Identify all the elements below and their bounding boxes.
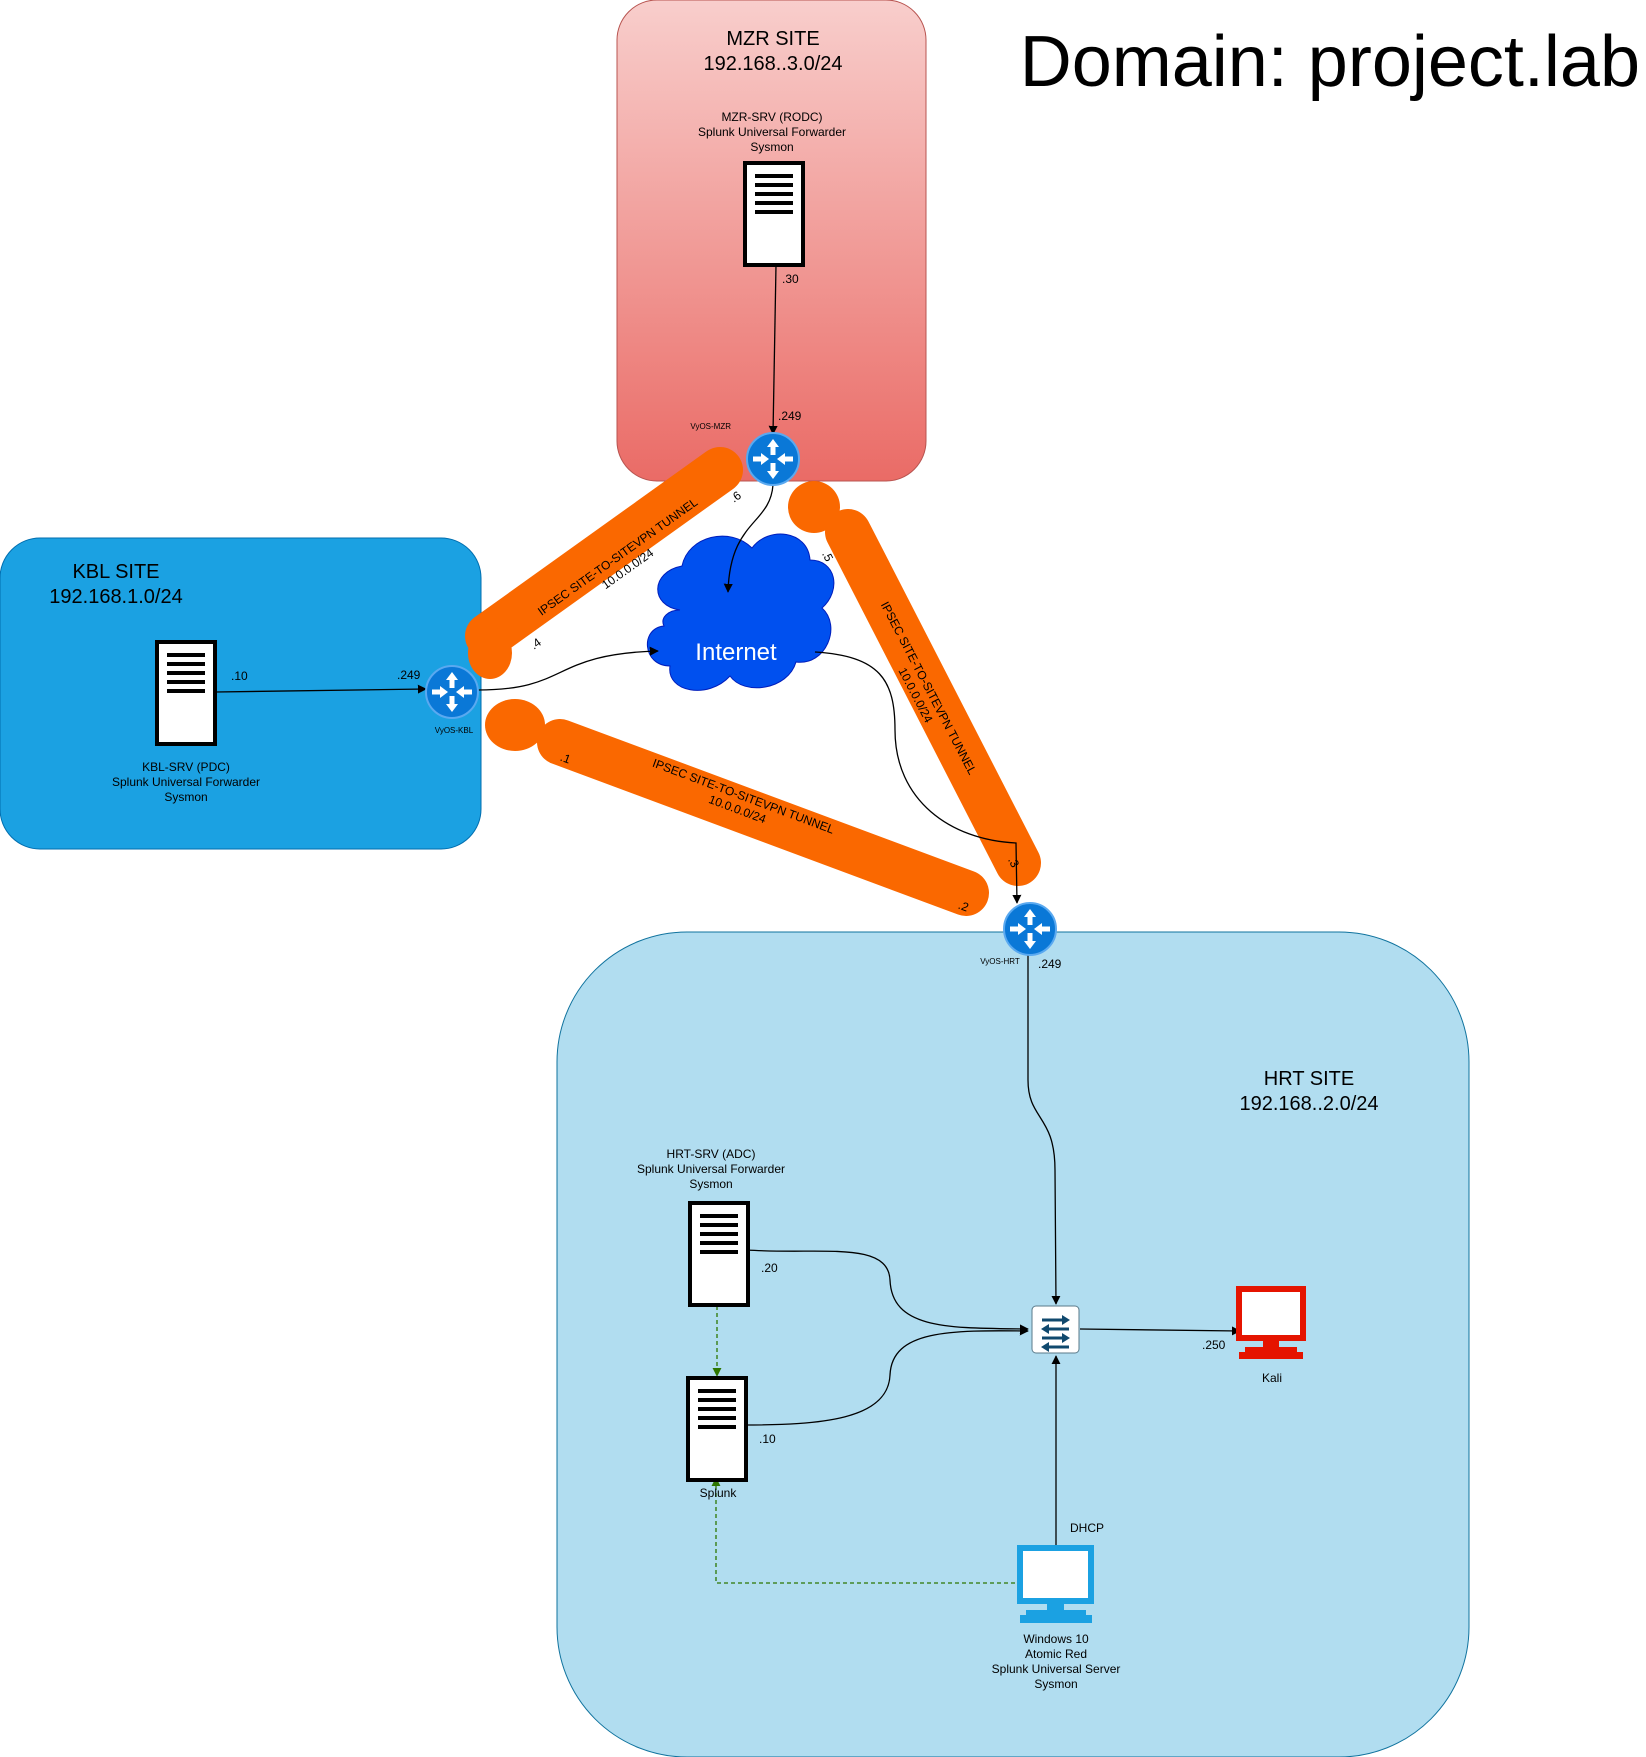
router-mzr-ip: .249	[778, 409, 802, 423]
server-icon[interactable]	[686, 1376, 748, 1482]
router-icon[interactable]	[1003, 902, 1057, 956]
hrt-srv-line1: HRT-SRV (ADC)	[667, 1147, 756, 1161]
mzr-site-name: MZR SITE	[726, 28, 819, 50]
win10-conn: DHCP	[1070, 1521, 1104, 1535]
win10-line1: Windows 10	[1023, 1632, 1089, 1646]
mzr-site-subnet: 192.168..3.0/24	[703, 53, 842, 75]
kbl-srv-ip: .10	[231, 669, 248, 683]
hrt-site-name: HRT SITE	[1264, 1068, 1354, 1090]
hrt-srv-ip: .20	[761, 1261, 778, 1275]
kbl-srv-line1: KBL-SRV (PDC)	[142, 760, 230, 774]
splunk-ip: .10	[759, 1432, 776, 1446]
kbl-site-name: KBL SITE	[72, 561, 159, 583]
link-mzr-router-internet	[723, 484, 774, 593]
tunnel-mzr-hrt-ip-a: .5	[819, 548, 836, 564]
domain-title: Domain: project.lab	[1020, 22, 1640, 102]
kbl-site-subnet: 192.168.1.0/24	[49, 586, 182, 608]
win10-line4: Sysmon	[1034, 1677, 1077, 1691]
link-kbl-router-internet	[477, 646, 659, 691]
link-hrt-srv-switch	[746, 1249, 1029, 1334]
log-link-win10-splunk	[711, 1477, 1015, 1584]
link-mzr-srv-router	[768, 264, 778, 435]
win10-line2: Atomic Red	[1025, 1647, 1087, 1661]
tunnel-mzr-hrt: IPSEC SITE-TO-SITEVPN TUNNEL 10.0.0.0/24…	[788, 481, 1041, 886]
router-icon[interactable]	[425, 665, 479, 719]
router-mzr-name: VyOS-MZR	[690, 422, 731, 431]
mzr-srv-line1: MZR-SRV (RODC)	[721, 110, 822, 124]
splunk-label: Splunk	[700, 1486, 738, 1500]
hrt-site-box	[556, 931, 1470, 1757]
kbl-srv-line3: Sysmon	[164, 790, 207, 804]
link-kbl-srv-router	[215, 684, 427, 694]
switch-icon[interactable]	[1031, 1305, 1080, 1354]
hrt-srv-line2: Splunk Universal Forwarder	[637, 1162, 785, 1176]
router-hrt-name: VyOS-HRT	[980, 957, 1020, 966]
tunnel-kbl-mzr-ip-a: .4	[528, 635, 545, 652]
hrt-site-subnet: 192.168..2.0/24	[1239, 1093, 1378, 1115]
kali-label: Kali	[1262, 1371, 1282, 1385]
kali-ip: .250	[1202, 1338, 1226, 1352]
server-icon[interactable]	[688, 1201, 750, 1307]
monitor-icon[interactable]	[1236, 1286, 1306, 1359]
mzr-srv-line3: Sysmon	[750, 140, 793, 154]
router-kbl-name: VyOS-KBL	[435, 726, 474, 735]
internet-label: Internet	[695, 639, 777, 666]
internet-cloud: Internet	[647, 533, 835, 691]
link-splunk-switch	[743, 1326, 1029, 1426]
router-kbl-ip: .249	[397, 668, 421, 682]
router-icon[interactable]	[746, 432, 800, 486]
kbl-srv-line2: Splunk Universal Forwarder	[112, 775, 260, 789]
server-icon[interactable]	[155, 640, 217, 746]
kbl-site-box	[0, 537, 482, 850]
router-hrt-ip: .249	[1038, 957, 1062, 971]
link-switch-kali	[1079, 1326, 1241, 1336]
hrt-srv-line3: Sysmon	[689, 1177, 732, 1191]
mzr-srv-ip: .30	[782, 272, 799, 286]
tunnel-kbl-hrt: IPSEC SITE-TO-SITEVPN TUNNEL 10.0.0.0/24…	[485, 699, 989, 916]
server-icon[interactable]	[743, 161, 805, 267]
tunnel-mzr-hrt-label1: IPSEC SITE-TO-SITEVPN TUNNEL	[878, 599, 980, 777]
monitor-icon[interactable]	[1017, 1545, 1094, 1623]
mzr-srv-line2: Splunk Universal Forwarder	[698, 125, 846, 139]
win10-line3: Splunk Universal Server	[992, 1662, 1121, 1676]
link-internet-hrt-router	[814, 651, 1022, 904]
link-hrt-router-switch	[1027, 955, 1061, 1305]
